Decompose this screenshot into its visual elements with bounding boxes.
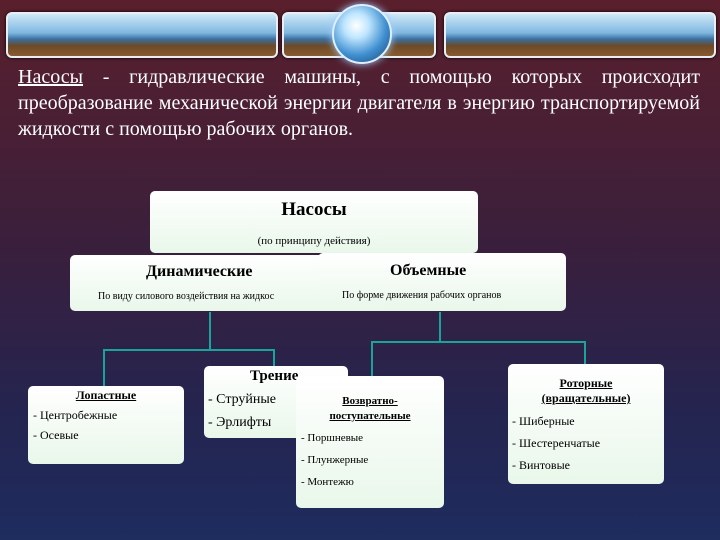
rotary-item-3: - Винтовые [512, 458, 570, 472]
connector-dynamic-blade [103, 312, 211, 386]
reciprocating-item-2: - Плунжерные [301, 454, 369, 466]
friction-title: Трение [250, 368, 299, 384]
root-box: Насосы (по принципу действия) [150, 191, 478, 253]
friction-item-2: - Эрлифты [208, 415, 272, 430]
rotary-title-line1: Роторные [559, 376, 613, 390]
blade-title: Лопастные [75, 388, 137, 402]
reciprocating-title-line2: поступательные [329, 410, 411, 422]
reciprocating-box: Возвратно- поступательные - Поршневые - … [296, 376, 444, 508]
rotary-box: Роторные (вращательные) - Шиберные - Шес… [508, 364, 664, 484]
rotary-item-2: - Шестеренчатые [512, 436, 601, 450]
intro-term: Насосы [18, 66, 84, 88]
rotary-item-1: - Шиберные [512, 414, 575, 428]
reciprocating-title-line1: Возвратно- [342, 395, 398, 407]
blade-item-1: - Центробежные [33, 408, 118, 422]
root-subtitle: (по принципу действия) [257, 235, 371, 247]
intro-paragraph: Насосы - гидравлические машины, с помощь… [18, 64, 700, 142]
connector-volumetric-rotary [440, 341, 586, 364]
volumetric-box: Объемные По форме движения рабочих орган… [318, 253, 566, 311]
connector-volumetric-reciprocating [371, 312, 441, 376]
volumetric-subtitle: По форме движения рабочих органов [342, 290, 502, 301]
root-title: Насосы [281, 199, 347, 220]
dynamic-box: Динамические По виду силового воздействи… [70, 255, 352, 311]
connector-dynamic-friction [210, 349, 275, 366]
blade-box: Лопастные - Центробежные - Осевые [28, 386, 184, 464]
intro-text: - гидравлические машины, с помощью котор… [18, 66, 700, 140]
blade-item-2: - Осевые [33, 428, 79, 442]
reciprocating-item-3: - Монтежю [301, 476, 354, 488]
dynamic-title: Динамические [146, 263, 253, 280]
friction-item-1: - Струйные [208, 392, 277, 407]
header-banner-left [6, 12, 278, 58]
header-banner-right [444, 12, 716, 58]
volumetric-title: Объемные [390, 262, 467, 279]
reciprocating-item-1: - Поршневые [301, 432, 364, 444]
globe-icon [332, 4, 392, 64]
rotary-title-line2: (вращательные) [541, 391, 631, 405]
dynamic-subtitle: По виду силового воздействия на жидкос [98, 291, 275, 302]
